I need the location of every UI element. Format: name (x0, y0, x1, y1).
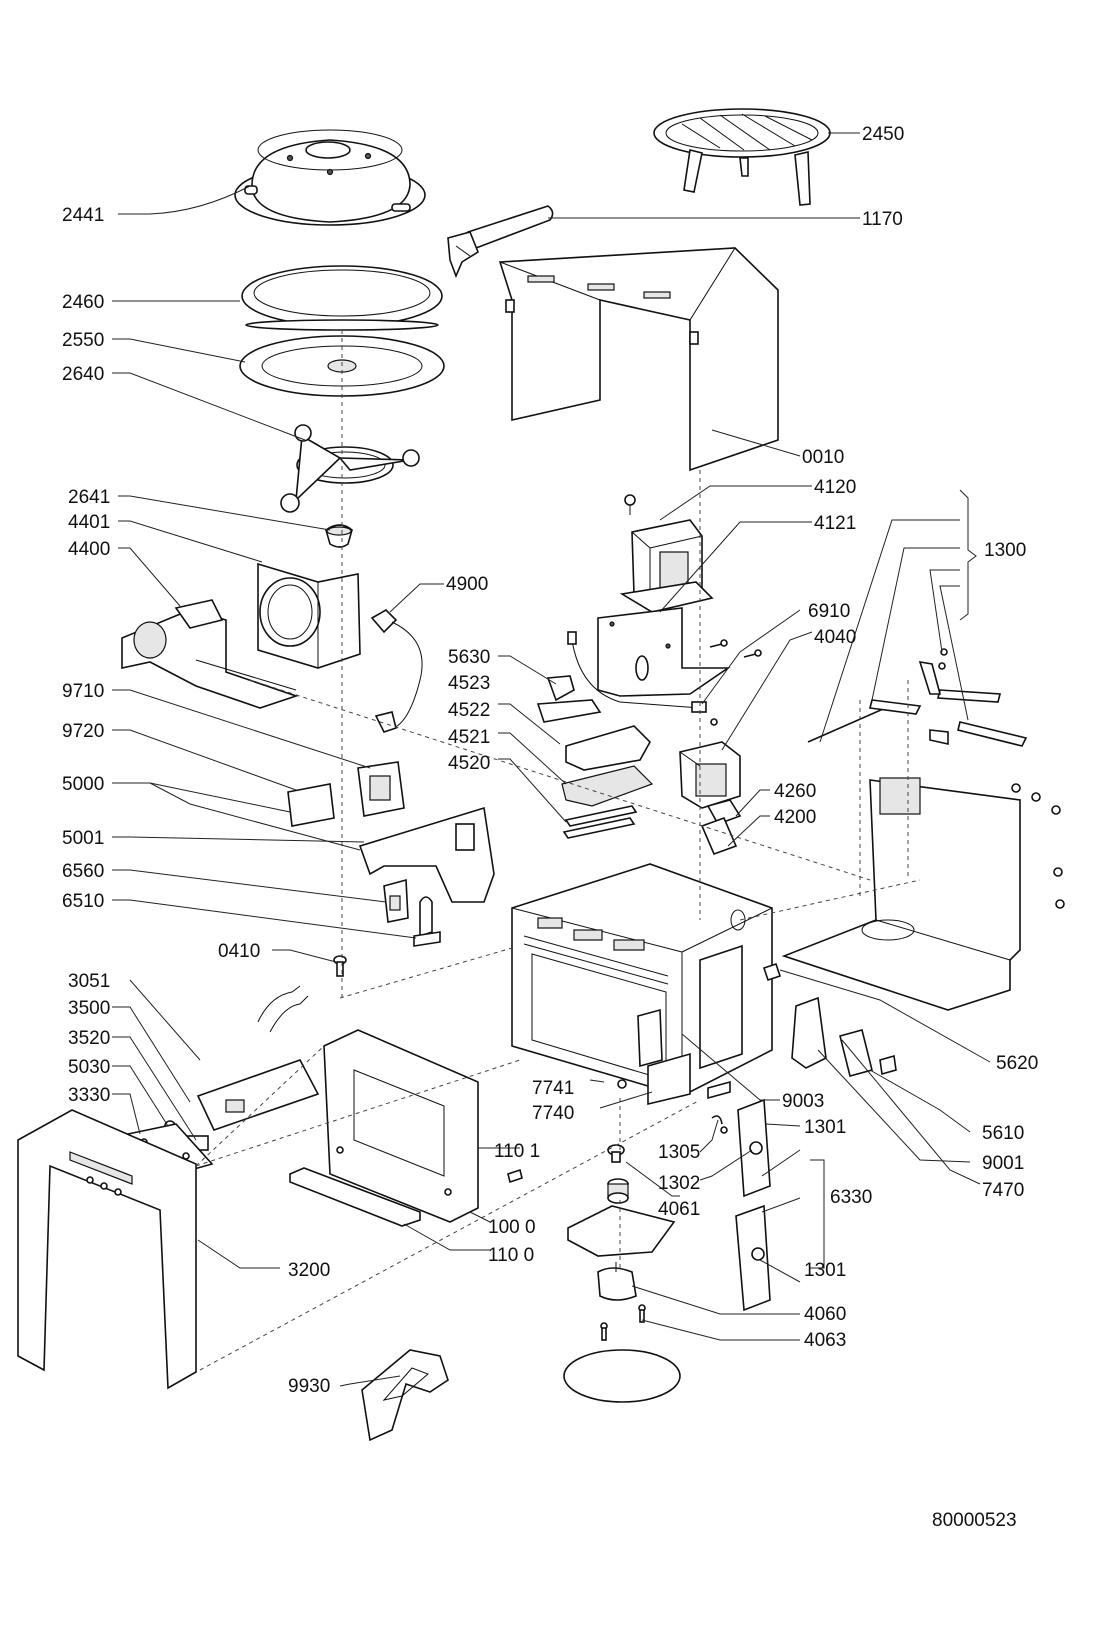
part-grill-elements (536, 675, 654, 839)
part-cover (234, 129, 426, 226)
callout-4060: 4060 (804, 1304, 846, 1325)
callout-4260: 4260 (774, 781, 816, 802)
part-cavity-parts (617, 1052, 691, 1106)
callout-labels: 2450 2441 1170 2460 2550 2640 0010 2641 … (62, 124, 1038, 1531)
callout-1100: 110 0 (488, 1245, 534, 1266)
callout-3500: 3500 (68, 998, 110, 1019)
part-transformer (619, 494, 714, 613)
callout-1301a: 1301 (804, 1117, 846, 1138)
callout-4900: 4900 (446, 574, 488, 595)
part-trim-9930 (361, 1349, 449, 1442)
callout-4522: 4522 (448, 700, 490, 721)
callout-5610: 5610 (982, 1123, 1024, 1144)
callout-4523: 4523 (448, 673, 490, 694)
part-capacitor (679, 741, 741, 809)
callout-4061: 4061 (658, 1199, 700, 1220)
part-bracket (597, 607, 731, 697)
callout-4401: 4401 (68, 512, 110, 533)
callout-4200: 4200 (774, 807, 816, 828)
part-grill-rack (653, 108, 831, 206)
callout-9003: 9003 (782, 1091, 824, 1112)
callout-2460: 2460 (62, 292, 104, 313)
part-coupler (325, 524, 353, 548)
callout-1305: 1305 (658, 1142, 700, 1163)
callout-1301b: 1301 (804, 1260, 846, 1281)
callout-2640: 2640 (62, 364, 104, 385)
part-screw-0410 (333, 955, 347, 977)
callout-0410: 0410 (218, 941, 260, 962)
part-pcbs (287, 761, 495, 903)
callout-4520: 4520 (448, 753, 490, 774)
callout-2450: 2450 (862, 124, 904, 145)
callout-7740: 7740 (532, 1103, 574, 1124)
callout-2441: 2441 (62, 205, 104, 226)
callout-7470: 7470 (982, 1180, 1024, 1201)
callout-9710: 9710 (62, 681, 104, 702)
drawing-number: 80000523 (932, 1510, 1017, 1531)
callout-4063: 4063 (804, 1330, 846, 1351)
callout-1101: 110 1 (494, 1141, 540, 1162)
callout-3051: 3051 (68, 971, 110, 992)
callout-5001: 5001 (62, 828, 104, 849)
callout-4040: 4040 (814, 627, 856, 648)
part-screws-4121 (709, 639, 762, 658)
callout-5000: 5000 (62, 774, 104, 795)
callout-4120: 4120 (814, 477, 856, 498)
callout-1302: 1302 (658, 1173, 700, 1194)
part-rails (807, 648, 1028, 747)
part-front-frame (17, 1109, 197, 1390)
callout-5030: 5030 (68, 1057, 110, 1078)
part-fuse (700, 799, 742, 856)
part-outer-casing (498, 247, 779, 472)
callout-1000: 100 0 (488, 1217, 536, 1238)
callout-9001: 9001 (982, 1153, 1024, 1174)
callout-3520: 3520 (68, 1028, 110, 1049)
part-interlock (711, 1098, 771, 1312)
callout-4121: 4121 (814, 513, 856, 534)
callout-6560: 6560 (62, 861, 104, 882)
callout-6910: 6910 (808, 601, 850, 622)
callout-0010: 0010 (802, 447, 844, 468)
callout-2550: 2550 (62, 330, 104, 351)
callout-6330: 6330 (830, 1187, 872, 1208)
callout-9930: 9930 (288, 1376, 330, 1397)
construction-lines (195, 330, 921, 1371)
callout-4400: 4400 (68, 539, 110, 560)
part-side-panel (781, 777, 1065, 1011)
callout-7741: 7741 (532, 1078, 574, 1099)
part-lamp (383, 878, 441, 947)
callout-1300: 1300 (984, 540, 1026, 561)
callout-5630: 5630 (448, 647, 490, 668)
part-hv-diode (567, 631, 718, 726)
part-power-cord (370, 609, 423, 733)
part-roller-ring (280, 424, 420, 513)
part-switches (762, 962, 897, 1077)
callout-4521: 4521 (448, 727, 490, 748)
callout-9720: 9720 (62, 721, 104, 742)
part-turntable-motor (563, 1144, 681, 1403)
callout-3200: 3200 (288, 1260, 330, 1281)
part-door (289, 1029, 523, 1227)
part-handle (447, 205, 554, 279)
callout-1170: 1170 (862, 209, 903, 230)
part-oven-cavity (511, 863, 773, 1100)
leader-lines (112, 132, 991, 1387)
callout-3330: 3330 (68, 1085, 110, 1106)
callout-6510: 6510 (62, 891, 104, 912)
part-fan-motor (121, 599, 299, 709)
part-fan-housing (257, 562, 361, 669)
callout-2641: 2641 (68, 487, 110, 508)
callout-5620: 5620 (996, 1053, 1038, 1074)
